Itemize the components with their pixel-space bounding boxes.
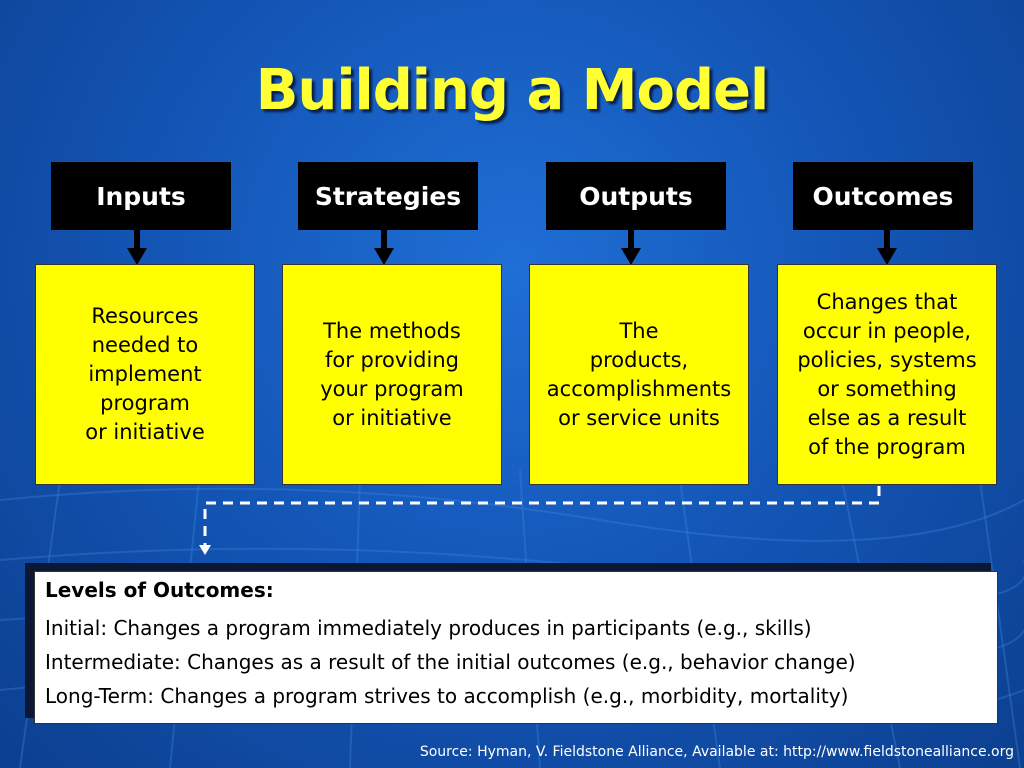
heading-inputs: Inputs bbox=[51, 162, 231, 230]
slide-title: Building a Model bbox=[255, 58, 769, 123]
description-strategies: The methods for providing your program o… bbox=[282, 264, 502, 485]
heading-outputs: Outputs bbox=[546, 162, 726, 230]
level-initial: Initial: Changes a program immediately p… bbox=[45, 616, 812, 640]
down-arrow-icon bbox=[621, 230, 641, 265]
level-long-term: Long-Term: Changes a program strives to … bbox=[45, 684, 849, 708]
description-outcomes: Changes that occur in people, policies, … bbox=[777, 264, 997, 485]
description-outputs: The products, accomplishments or service… bbox=[529, 264, 749, 485]
source-citation: Source: Hyman, V. Fieldstone Alliance, A… bbox=[419, 744, 1014, 760]
description-inputs: Resources needed to implement program or… bbox=[35, 264, 255, 485]
heading-outcomes: Outcomes bbox=[793, 162, 973, 230]
levels-title: Levels of Outcomes: bbox=[45, 578, 274, 602]
heading-strategies: Strategies bbox=[298, 162, 478, 230]
down-arrow-icon bbox=[127, 230, 147, 265]
levels-of-outcomes-box: Levels of Outcomes: Initial: Changes a p… bbox=[34, 571, 998, 724]
down-arrow-icon bbox=[877, 230, 897, 265]
level-intermediate: Intermediate: Changes as a result of the… bbox=[45, 650, 856, 674]
down-arrow-icon bbox=[374, 230, 394, 265]
